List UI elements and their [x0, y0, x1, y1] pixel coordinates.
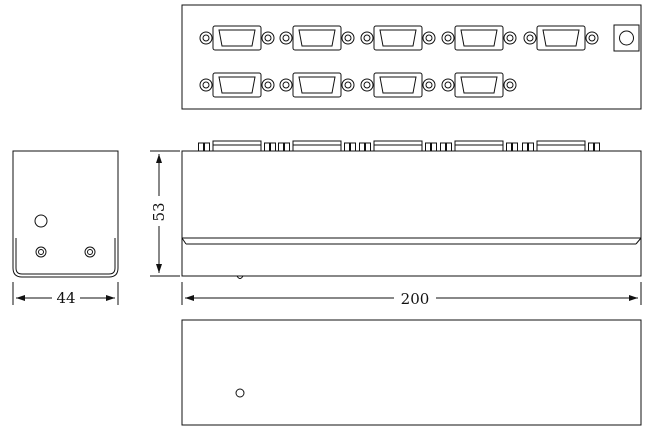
front-connector-tab [440, 140, 518, 152]
db-connector [523, 25, 599, 51]
front-connector-tab [522, 140, 600, 152]
db-connector [360, 72, 436, 98]
width-dimension-label: 44 [56, 289, 75, 307]
db-connector [199, 25, 275, 51]
end-view [12, 150, 119, 278]
front-view-foot [236, 275, 244, 279]
top-view-panel [181, 4, 642, 110]
db-connector [441, 25, 517, 51]
length-dimension-label: 200 [401, 290, 430, 308]
top-view-outline [181, 4, 642, 110]
length-dimension [181, 282, 642, 305]
front-connector-tab [278, 140, 356, 152]
front-connector-tab [198, 140, 276, 152]
width-dimension [12, 282, 119, 305]
end-view-screw-left [35, 246, 47, 258]
bottom-view [181, 319, 642, 426]
front-view-connector-tabs [198, 140, 600, 152]
power-jack [613, 24, 640, 52]
bottom-view-hole [235, 388, 245, 398]
end-view-hole-large [34, 214, 48, 228]
height-dimension [150, 150, 180, 277]
front-connector-tab [359, 140, 437, 152]
bottom-view-outline [181, 319, 642, 426]
height-dimension-label: 53 [150, 202, 168, 221]
db-connector [279, 25, 355, 51]
db-connector [279, 72, 355, 98]
db-connector [360, 25, 436, 51]
end-view-bracket [15, 238, 116, 275]
end-view-outline [12, 150, 119, 278]
front-view-outline [181, 150, 642, 277]
end-view-screw-right [84, 246, 96, 258]
db-connector [441, 72, 517, 98]
db-connector [199, 72, 275, 98]
front-view [181, 140, 642, 279]
top-view-ports [199, 25, 599, 98]
